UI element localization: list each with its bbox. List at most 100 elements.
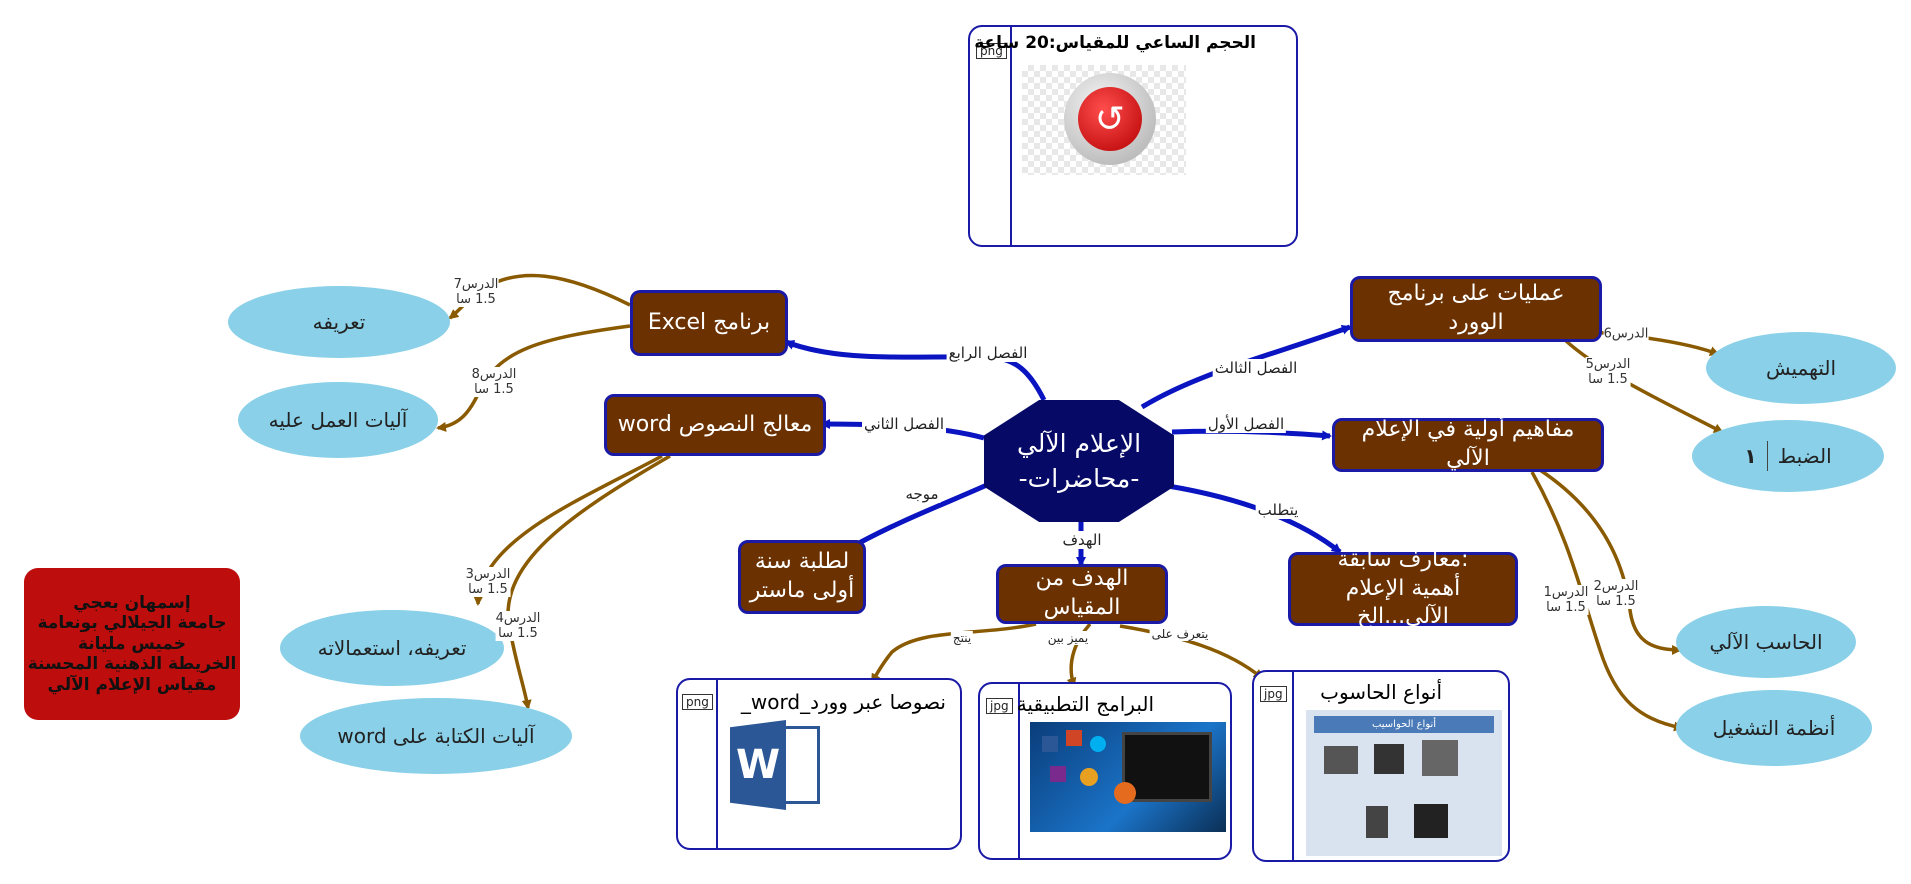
topic-excel[interactable]: برنامج Excel (630, 290, 788, 356)
leaf-excel-definition[interactable]: تعريفه (228, 286, 450, 358)
author-note-line4: الخريطة الذهنية المحسنة (27, 654, 237, 675)
card-rail (1010, 27, 1012, 245)
control-divider (1766, 441, 1768, 471)
leaf-excel-mechanisms[interactable]: آليات العمل عليه (238, 382, 438, 458)
computer-device (1374, 744, 1404, 774)
author-note-line2: جامعة الجيلالي بونعامة (37, 613, 227, 634)
history-clock-icon: ↺ (1064, 73, 1156, 165)
computer-device (1366, 806, 1388, 838)
central-node[interactable]: الإعلام الآلي -محاضرات- (984, 400, 1174, 522)
author-note[interactable]: إسمهان بعجي جامعة الجيلالي بونعامة خميس … (24, 568, 240, 720)
topic-concepts[interactable]: مفاهيم أولية في الإعلام الآلي (1332, 417, 1604, 472)
leaf-computer[interactable]: الحاسب الآلي (1676, 606, 1856, 678)
apps-image (1030, 722, 1226, 832)
app-tile (1090, 736, 1106, 752)
card-word-text-title: نصوصا عبر وورد_word_ (740, 690, 946, 714)
topic-goal[interactable]: الهدف من المقياس (996, 564, 1168, 624)
lesson-4-title: الدرس4 (495, 611, 541, 626)
author-note-line3: خميس مليانة (77, 633, 187, 654)
lesson-2-title: الدرس2 (1593, 579, 1639, 594)
lesson-label-5: الدرس5 1.5 سا (1585, 357, 1631, 387)
link-concepts-os (1530, 471, 1684, 732)
lesson-2-hours: 1.5 سا (1596, 594, 1636, 609)
topic-word-label: معالج النصوص word (617, 411, 813, 437)
topic-prereq-line1: :معارف سابقة (1337, 547, 1469, 573)
computer-device (1422, 740, 1458, 776)
topic-concepts-label: مفاهيم أولية في الإعلام الآلي (1361, 417, 1575, 471)
leaf-margins[interactable]: التهميش (1706, 332, 1896, 404)
leaf-word-mechanisms[interactable]: آليات الكتابة على word (300, 698, 572, 774)
link-central-students (848, 477, 1000, 551)
leaf-word-definition[interactable]: تعريفه، استعمالاته (280, 610, 504, 686)
topic-students-line2: أولى ماستر (749, 578, 855, 603)
leaf-excel-mechanisms-label: آليات العمل عليه (268, 408, 408, 432)
lesson-label-4: الدرس4 1.5 سا (495, 611, 541, 641)
author-note-line5: مقياس الإعلام الآلي (47, 674, 217, 695)
computer-device (1414, 804, 1448, 838)
topic-students[interactable]: لطلبة سنة أولى ماستر (738, 540, 866, 614)
leaf-margins-label: التهميش (1766, 356, 1836, 380)
edge-label-chapter4: الفصل الرابع (946, 344, 1030, 362)
central-line1: الإعلام الآلي (1016, 429, 1142, 458)
topic-prerequisites[interactable]: :معارف سابقة أهمية الإعلام الآلي...الخ (1288, 547, 1518, 629)
topic-excel-label: برنامج Excel (647, 309, 771, 335)
card-file-tag: png (976, 43, 1007, 59)
central-line2: -محاضرات- (1018, 464, 1140, 493)
lesson-8-title: الدرس8 (471, 367, 517, 382)
card-hourly-volume[interactable]: png الحجم الساعي للمقياس:20 ساعة ↺ (968, 25, 1298, 247)
card-computer-types[interactable]: jpg أنواع الحاسوب أنواع الحواسيب (1252, 670, 1510, 862)
card-hourly-volume-title: الحجم الساعي للمقياس:20 ساعة (974, 33, 1256, 53)
leaf-computer-label: الحاسب الآلي (1709, 630, 1823, 654)
card-file-tag: jpg (986, 698, 1013, 714)
history-clock-image: ↺ (1022, 65, 1186, 175)
edge-label-chapter1: الفصل الأول (1205, 415, 1287, 433)
computer-device (1324, 746, 1358, 774)
computer-types-image: أنواع الحواسيب (1306, 710, 1502, 856)
card-word-text[interactable]: png نصوصا عبر وورد_word_ W (676, 678, 962, 850)
computer-types-image-header: أنواع الحواسيب (1314, 716, 1494, 733)
word-logo-icon: W (730, 720, 826, 810)
lesson-8-hours: 1.5 سا (474, 382, 514, 397)
topic-word[interactable]: معالج النصوص word (604, 394, 826, 456)
link-word-mech (506, 454, 671, 710)
history-clock-face: ↺ (1078, 87, 1142, 151)
app-tile (1042, 736, 1058, 752)
card-rail (716, 680, 718, 848)
lesson-label-7: الدرس7 1.5 سا (453, 277, 499, 307)
app-tile (1114, 782, 1136, 804)
card-rail (1292, 672, 1294, 860)
leaf-word-definition-label: تعريفه، استعمالاته (317, 636, 467, 660)
edge-label-produces: ينتج (950, 631, 974, 645)
author-note-line1: إسمهان بعجي (73, 593, 191, 614)
control-number-badge: ١ (1744, 444, 1757, 468)
lesson-4-hours: 1.5 سا (498, 626, 538, 641)
edge-label-goal: الهدف (1060, 531, 1104, 549)
link-central-prereq (1167, 483, 1342, 554)
word-logo-tile: W (730, 720, 786, 810)
link-goal-types (1119, 624, 1264, 680)
topic-students-line1: لطلبة سنة (754, 549, 850, 575)
card-applications[interactable]: jpg البرامج التطبيقية (978, 682, 1232, 860)
leaf-excel-definition-label: تعريفه (312, 310, 366, 334)
lesson-5-title: الدرس5 (1585, 357, 1631, 372)
leaf-control-label: الضبط (1777, 444, 1832, 468)
card-file-tag: png (682, 694, 713, 710)
edge-label-distinguishes: يميز بين (1045, 631, 1091, 645)
lesson-7-title: الدرس7 (453, 277, 499, 292)
lesson-label-3: الدرس3 1.5 سا (465, 567, 511, 597)
leaf-control[interactable]: الضبط ١ (1692, 420, 1884, 492)
app-tile (1066, 730, 1082, 746)
topic-word-operations-label: عمليات على برنامج الوورد (1387, 281, 1565, 335)
leaf-word-mechanisms-label: آليات الكتابة على word (337, 724, 535, 748)
app-tile (1050, 766, 1066, 782)
leaf-operating-systems[interactable]: أنظمة التشغيل (1676, 690, 1872, 766)
lesson-6-title: الدرس6 (1603, 326, 1649, 342)
link-concepts-computer (1539, 468, 1682, 655)
edge-label-directed: موجه (903, 485, 941, 503)
leaf-operating-systems-label: أنظمة التشغيل (1712, 716, 1836, 740)
topic-word-operations[interactable]: عمليات على برنامج الوورد (1350, 276, 1602, 342)
lesson-label-8: الدرس8 1.5 سا (471, 367, 517, 397)
link-goal-apps (1066, 622, 1092, 688)
lesson-1-hours: 1.5 سا (1546, 600, 1586, 615)
